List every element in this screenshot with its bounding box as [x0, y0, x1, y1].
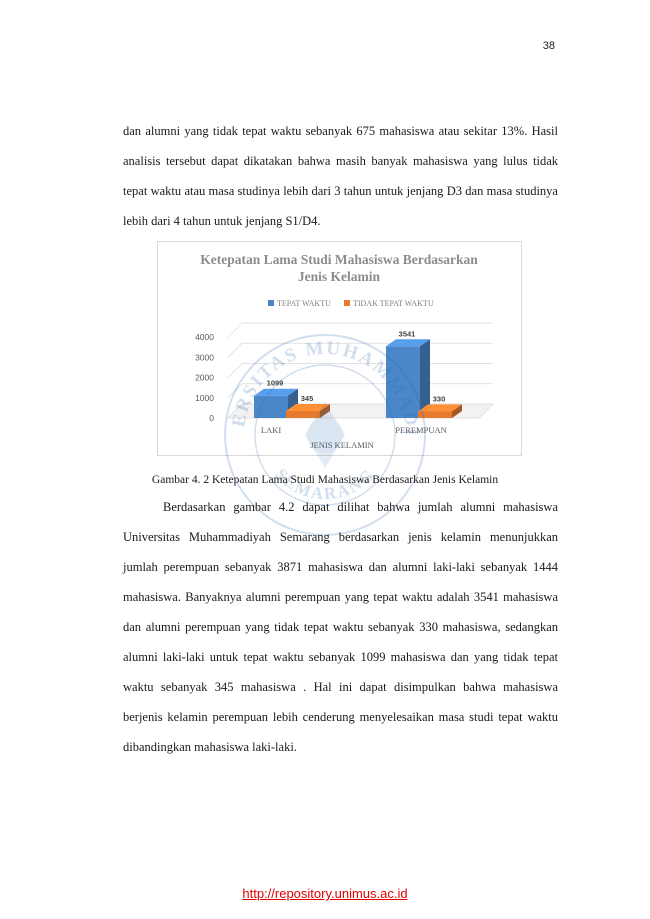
figure-caption: Gambar 4. 2 Ketepatan Lama Studi Mahasis…: [151, 474, 499, 486]
data-label-1-0: 3541: [399, 329, 416, 338]
bar-0-1-top: [286, 404, 330, 412]
legend-swatch-1: [344, 300, 350, 306]
y-tick-label-1: 1000: [195, 393, 214, 403]
bar-0-0-top: [254, 388, 298, 396]
grid-depth-2: [227, 363, 243, 378]
chart-title-line-2: Jenis Kelamin: [298, 269, 381, 284]
x-tick-label-0: LAKI: [261, 425, 281, 435]
bar-1-0-side: [420, 339, 430, 418]
bar-0-0-front: [254, 395, 288, 418]
bar-1-1-top: [418, 404, 462, 412]
legend-label-1: TIDAK TEPAT WAKTU: [353, 299, 434, 308]
x-tick-label-1: PEREMPUAN: [395, 425, 446, 435]
data-label-0-0: 1099: [267, 379, 284, 388]
grid-depth-1: [227, 383, 243, 399]
data-label-0-1: 345: [301, 394, 314, 403]
data-label-1-1: 330: [433, 394, 446, 403]
grid-depth-3: [227, 342, 243, 358]
y-tick-label-3: 3000: [195, 352, 214, 362]
bar-chart: Ketepatan Lama Studi Mahasiswa Berdasark…: [157, 241, 522, 456]
bar-1-1-front: [418, 411, 452, 418]
x-axis-title: JENIS KELAMIN: [310, 440, 374, 450]
paragraph-analysis: Berdasarkan gambar 4.2 dapat dilihat bah…: [123, 500, 558, 754]
bar-0-1-front: [286, 411, 320, 418]
chart-title-line-1: Ketepatan Lama Studi Mahasiswa Berdasark…: [200, 252, 478, 267]
bar-1-0-top: [386, 339, 430, 347]
repository-link[interactable]: http://repository.unimus.ac.id: [242, 886, 408, 901]
bar-0-1-side: [320, 404, 330, 418]
bar-1-0-front: [386, 346, 420, 418]
bar-1-1-side: [452, 404, 462, 418]
y-tick-label-0: 0: [209, 413, 214, 423]
chart-svg: Ketepatan Lama Studi Mahasiswa Berdasark…: [195, 252, 494, 450]
legend-label-0: TEPAT WAKTU: [277, 299, 331, 308]
y-tick-label-2: 2000: [195, 373, 214, 383]
page-number: 38: [542, 40, 555, 52]
grid-depth-4: [227, 322, 243, 338]
paragraph-intro: dan alumni yang tidak tepat waktu sebany…: [123, 124, 558, 228]
legend-swatch-0: [268, 300, 274, 306]
y-tick-label-4: 4000: [195, 332, 214, 342]
